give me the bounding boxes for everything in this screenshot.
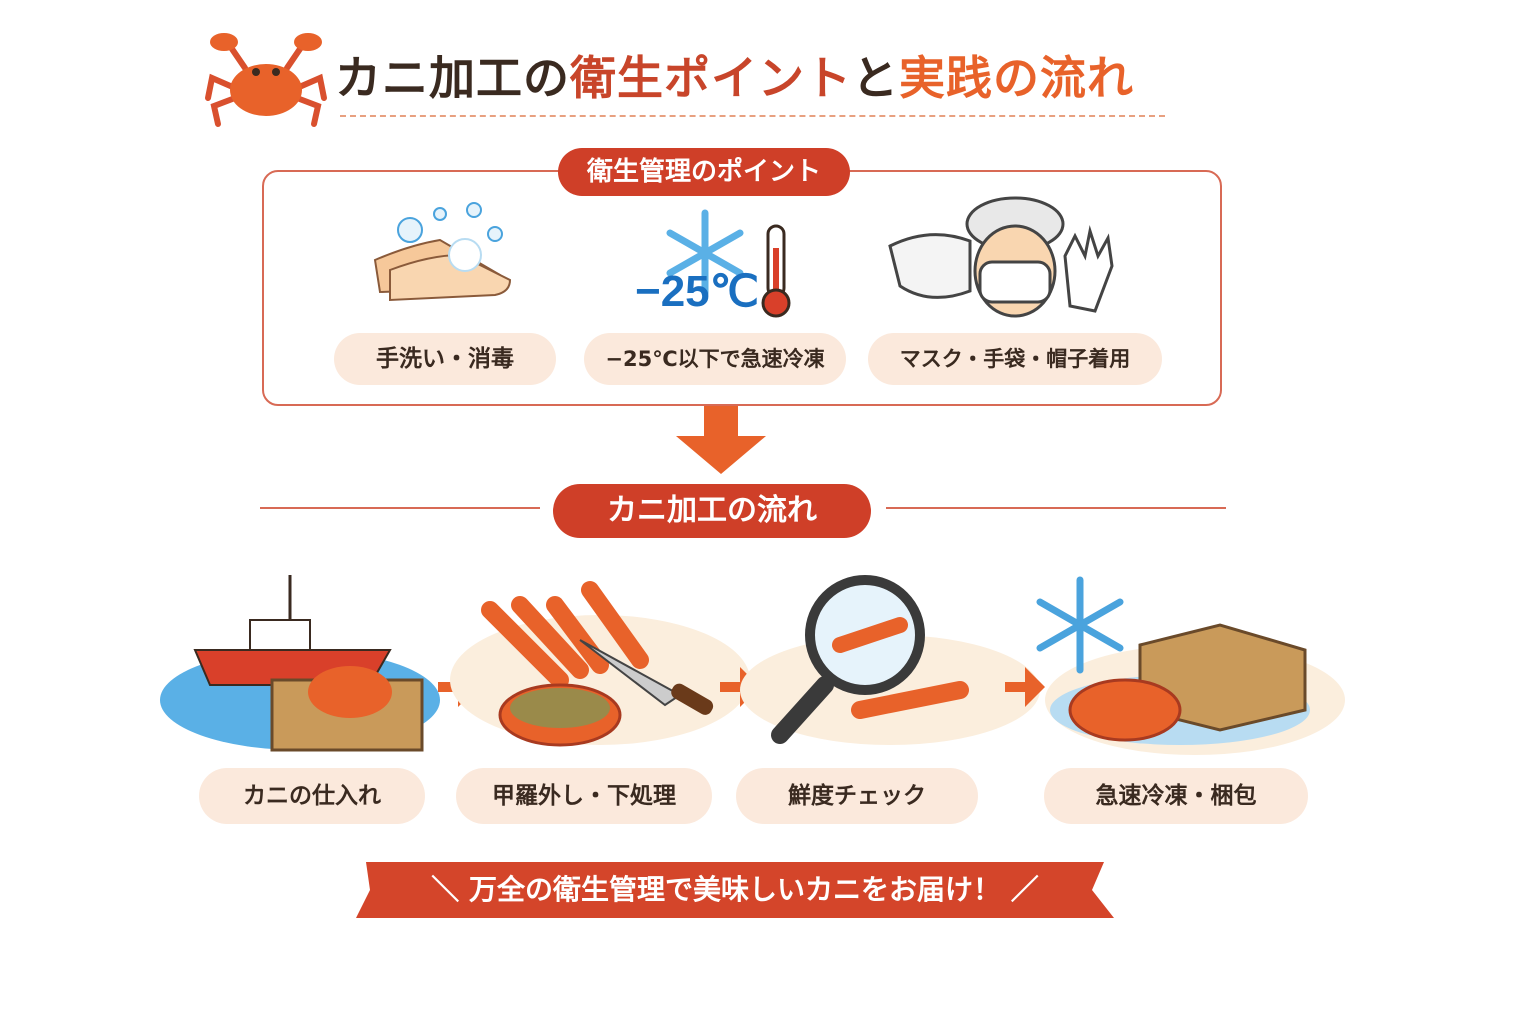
flow-heading: カニ加工の流れ bbox=[553, 484, 871, 538]
hygiene-item-hand-washing: 手洗い・消毒 bbox=[334, 333, 556, 385]
banner-text: ＼ 万全の衛生管理で美味しいカニをお届け！ ／ bbox=[431, 873, 1039, 906]
hygiene-item-protective-gear: マスク・手袋・帽子着用 bbox=[868, 333, 1162, 385]
hygiene-heading: 衛生管理のポイント bbox=[558, 148, 850, 196]
banner-ribbon bbox=[356, 862, 1114, 918]
title-divider bbox=[340, 115, 1165, 117]
freezing-box-icon bbox=[1036, 576, 1345, 755]
flow-step-preprocess: 甲羅外し・下処理 bbox=[456, 768, 712, 824]
divider-left bbox=[260, 507, 540, 509]
divider-right bbox=[886, 507, 1226, 509]
crab-legs-knife-icon bbox=[450, 581, 750, 747]
page-title: カニ加工の衛生ポイントと実践の流れ bbox=[335, 51, 1134, 105]
flow-step-purchase: カニの仕入れ bbox=[199, 768, 425, 824]
fishing-boat-crab-icon bbox=[160, 575, 440, 752]
snowflake-thermometer-icon: −25℃ bbox=[635, 209, 791, 318]
flow-arrow-icon bbox=[1005, 667, 1045, 707]
crab-logo-icon bbox=[205, 33, 327, 127]
flow-illustrations bbox=[160, 575, 1345, 755]
magnifier-icon bbox=[740, 575, 1040, 745]
temperature-text: −25℃ bbox=[635, 267, 759, 316]
flow-step-freeze-pack: 急速冷凍・梱包 bbox=[1044, 768, 1308, 824]
arrow-down-icon bbox=[676, 406, 766, 474]
hand-washing-icon bbox=[373, 202, 512, 302]
mask-cap-gloves-icon bbox=[888, 196, 1114, 318]
flow-step-freshness-check: 鮮度チェック bbox=[736, 768, 978, 824]
hygiene-item-quick-freeze: −25℃以下で急速冷凍 bbox=[584, 333, 846, 385]
